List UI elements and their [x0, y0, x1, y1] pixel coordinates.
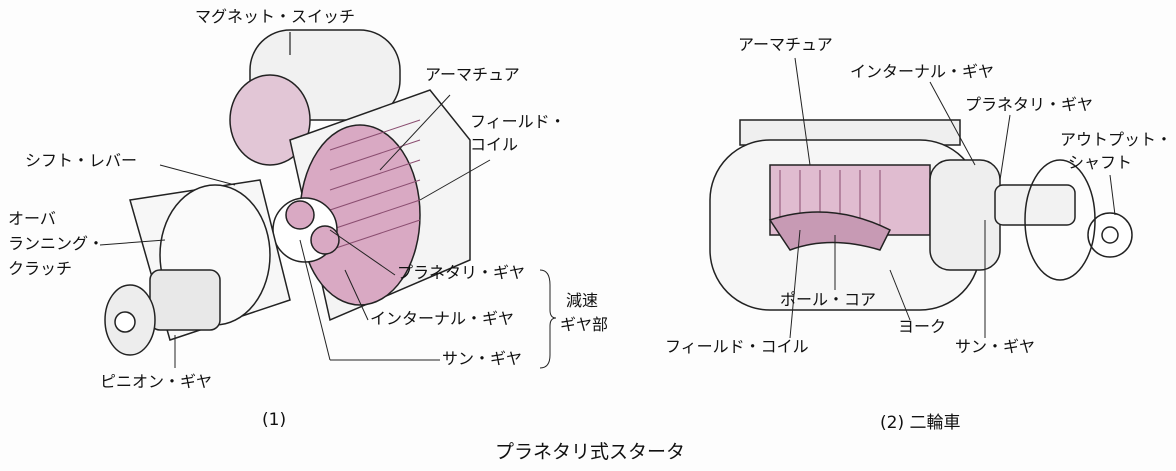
leader-lines-1 [99, 94, 557, 369]
label-sun-gear-1: サン・ギヤ [442, 349, 523, 368]
label-field-coil-2: フィールド・コイル [665, 337, 809, 356]
label-field-coil-1b: コイル [470, 135, 519, 154]
caption-figure-2: (2) 二輪車 [880, 413, 961, 433]
label-internal-gear-1: インターナル・ギヤ [370, 309, 515, 328]
label-armature-2: アーマチュア [738, 35, 833, 54]
figure-title: プラネタリ式スタータ [495, 441, 686, 463]
label-armature-1: アーマチュア [425, 65, 520, 84]
label-reduction-2: ギヤ部 [560, 315, 609, 334]
label-output-shaft-1: アウトプット・ [1060, 130, 1173, 149]
label-internal-gear-2: インターナル・ギヤ [850, 62, 995, 81]
leader-lines-2 [789, 57, 1116, 339]
label-output-shaft-2: シャフト [1068, 153, 1133, 172]
label-reduction-1: 減速 [566, 291, 599, 310]
label-pinion-gear: ピニオン・ギヤ [100, 372, 213, 391]
motorcycle-starter-drawing [709, 119, 1133, 311]
label-overrunning-2: ランニング・ [8, 234, 105, 253]
label-magnet-switch: マグネット・スイッチ [195, 7, 356, 26]
label-planetary-gear-2: プラネタリ・ギヤ [965, 95, 1094, 114]
starter-motor-drawing [104, 29, 471, 356]
label-overrunning-1: オーバ [8, 209, 56, 228]
caption-figure-1: (1) [262, 410, 287, 430]
label-planetary-gear-1: プラネタリ・ギヤ [397, 263, 526, 282]
label-pole-core: ポール・コア [780, 290, 877, 309]
label-shift-lever: シフト・レバー [25, 151, 138, 170]
label-yoke: ヨーク [898, 317, 947, 336]
label-overrunning-3: クラッチ [8, 259, 73, 278]
label-sun-gear-2: サン・ギヤ [955, 337, 1036, 356]
label-field-coil-1a: フィールド・ [470, 112, 566, 131]
